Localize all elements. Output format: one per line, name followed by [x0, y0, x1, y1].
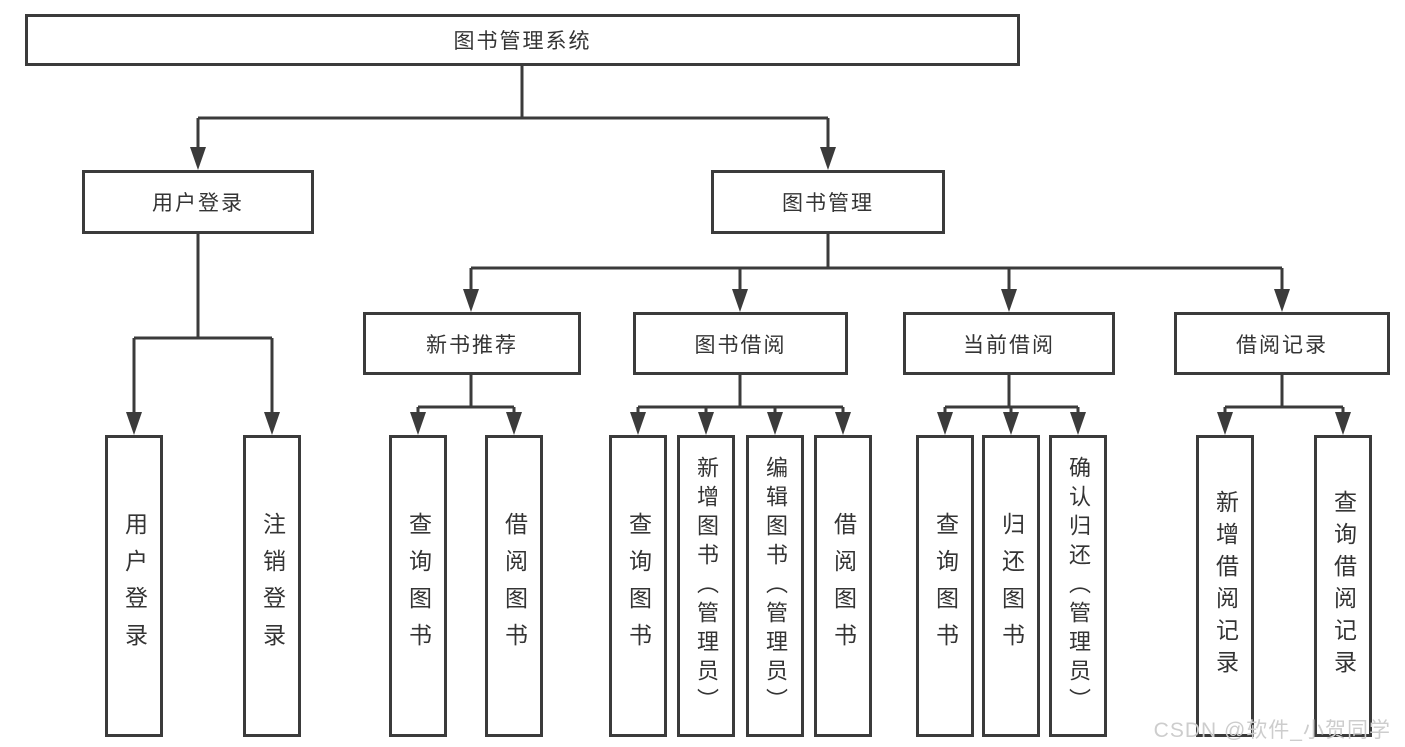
arrow-down-icon — [190, 147, 206, 170]
node-library-management-system: 图书管理系统 — [25, 14, 1020, 66]
leaf-query-books-current: 查询图书 — [916, 435, 974, 737]
node-label: 用户登录 — [152, 192, 244, 215]
node-new-book-recommendation: 新书推荐 — [363, 312, 581, 375]
node-label: 图书管理系统 — [453, 30, 592, 53]
node-current-borrowing: 当前借阅 — [903, 312, 1115, 375]
node-borrowing-records: 借阅记录 — [1174, 312, 1390, 375]
node-user-login: 用户登录 — [82, 170, 314, 234]
node-label: 查询借阅记录 — [1330, 490, 1357, 682]
node-book-borrowing: 图书借阅 — [633, 312, 848, 375]
arrow-down-icon — [264, 412, 280, 435]
node-label: 注销登录 — [259, 512, 286, 660]
node-label: 当前借阅 — [963, 333, 1055, 357]
arrow-down-icon — [410, 412, 426, 435]
leaf-borrow-books: 借阅图书 — [814, 435, 872, 737]
connector-new-book-branch — [416, 375, 516, 416]
arrowheads — [126, 147, 1351, 435]
leaf-return-books: 归还图书 — [982, 435, 1040, 737]
node-label: 查询图书 — [625, 512, 652, 660]
arrow-down-icon — [698, 412, 714, 435]
connector-current-borrow-branch — [943, 375, 1080, 416]
node-label: 编辑图书（管理员） — [763, 455, 788, 717]
leaf-query-borrow-record: 查询借阅记录 — [1314, 435, 1372, 737]
arrow-down-icon — [463, 289, 479, 312]
connector-book-management-branch — [469, 234, 1284, 294]
arrow-down-icon — [732, 289, 748, 312]
node-label: 图书管理 — [782, 192, 874, 215]
node-label: 借阅记录 — [1236, 333, 1328, 357]
node-label: 查询图书 — [405, 512, 432, 660]
node-label: 归还图书 — [998, 512, 1025, 660]
leaf-edit-books-admin: 编辑图书（管理员） — [746, 435, 804, 737]
node-label: 确认归还（管理员） — [1066, 455, 1091, 717]
leaf-add-books-admin: 新增图书（管理员） — [677, 435, 735, 737]
leaf-logout: 注销登录 — [243, 435, 301, 737]
connector-root-to-level2 — [196, 66, 830, 150]
connector-lines — [132, 66, 1345, 416]
arrow-down-icon — [506, 412, 522, 435]
leaf-borrow-books-recommend: 借阅图书 — [485, 435, 543, 737]
arrow-down-icon — [1335, 412, 1351, 435]
leaf-add-borrow-record: 新增借阅记录 — [1196, 435, 1254, 737]
arrow-down-icon — [820, 147, 836, 170]
leaf-query-books-borrow: 查询图书 — [609, 435, 667, 737]
node-book-management: 图书管理 — [711, 170, 945, 234]
node-label: 借阅图书 — [830, 512, 857, 660]
arrow-down-icon — [1001, 289, 1017, 312]
node-label: 图书借阅 — [694, 333, 787, 357]
arrow-down-icon — [1070, 412, 1086, 435]
arrow-down-icon — [835, 412, 851, 435]
node-label: 新增图书（管理员） — [694, 455, 719, 717]
leaf-user-login: 用户登录 — [105, 435, 163, 737]
arrow-down-icon — [126, 412, 142, 435]
node-label: 用户登录 — [121, 512, 148, 660]
connector-borrow-records-branch — [1223, 375, 1345, 416]
leaf-confirm-return-admin: 确认归还（管理员） — [1049, 435, 1107, 737]
node-label: 新增借阅记录 — [1212, 490, 1239, 682]
leaf-query-books-recommend: 查询图书 — [389, 435, 447, 737]
node-label: 查询图书 — [932, 512, 959, 660]
node-label: 新书推荐 — [426, 333, 518, 357]
arrow-down-icon — [1217, 412, 1233, 435]
csdn-watermark: CSDN @软件_小贺同学 — [1153, 719, 1391, 742]
arrow-down-icon — [767, 412, 783, 435]
connector-user-login-branch — [132, 234, 274, 416]
connector-book-borrow-branch — [636, 375, 845, 416]
arrow-down-icon — [1003, 412, 1019, 435]
arrow-down-icon — [937, 412, 953, 435]
arrow-down-icon — [630, 412, 646, 435]
arrow-down-icon — [1274, 289, 1290, 312]
node-label: 借阅图书 — [501, 512, 528, 660]
